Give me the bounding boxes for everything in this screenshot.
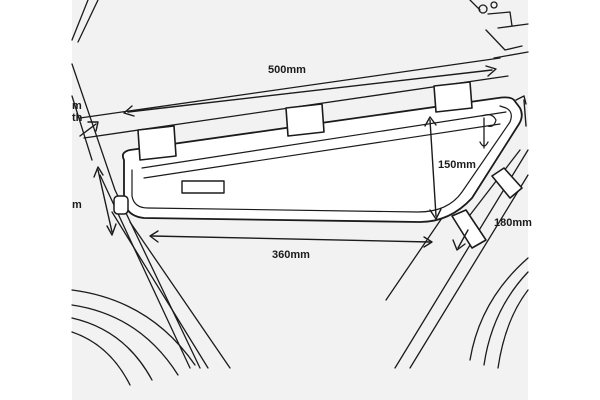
zipper-pull <box>479 117 489 149</box>
strap-5 <box>451 209 487 249</box>
arrow-down-tube <box>457 229 469 249</box>
seat-tube <box>71 0 231 369</box>
label-150mm: 150mm <box>438 159 476 171</box>
end-cap <box>113 195 129 215</box>
dimension-arrows <box>79 65 527 251</box>
label-patch <box>181 180 225 194</box>
label-left-3: m <box>72 199 82 211</box>
label-180mm: 180mm <box>494 217 532 229</box>
arrow-left-pointer <box>79 123 97 137</box>
label-360mm: 360mm <box>272 249 310 261</box>
label-left-1: m <box>72 100 82 112</box>
rear-wheel <box>71 289 196 386</box>
arrow-height <box>429 119 437 217</box>
strap-3 <box>433 81 473 113</box>
down-straps <box>451 167 523 249</box>
strap-1 <box>137 125 177 161</box>
arrow-top-tube <box>127 69 493 113</box>
strap-2 <box>285 103 325 137</box>
label-left-2: th <box>72 112 83 124</box>
frame-bag <box>113 96 523 223</box>
top-straps <box>137 81 473 161</box>
label-500mm: 500mm <box>268 64 306 76</box>
arrow-left-height <box>97 169 113 233</box>
arrow-bottom <box>151 235 431 243</box>
strap-4 <box>491 167 523 199</box>
front-wheel <box>469 257 529 369</box>
head-tube <box>469 0 529 59</box>
